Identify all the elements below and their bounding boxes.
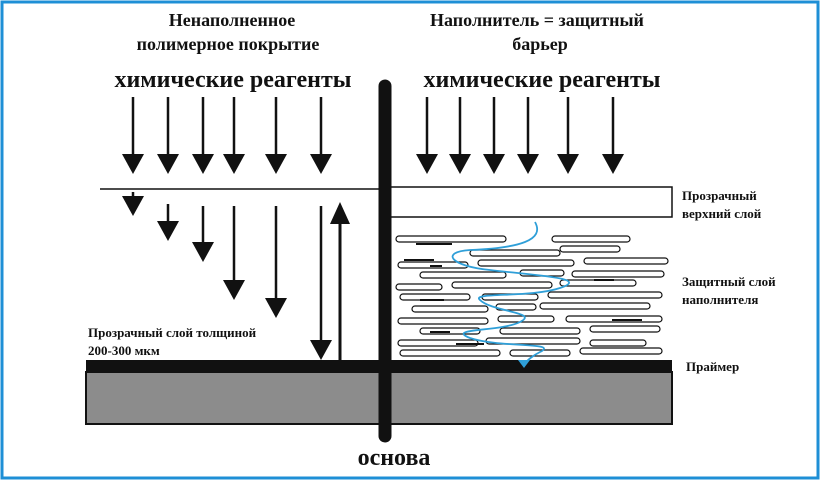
penetration-arrow [265,206,287,318]
reagent-arrow-right [483,97,505,174]
top-layer [389,186,673,218]
reagent-arrow-right [557,97,579,174]
filler-flake [499,327,581,335]
filler-layer-label-line2: наполнителя [682,292,758,307]
primer-label: Праймер [686,359,739,374]
diffusion-path [451,221,570,365]
penetration-arrow [223,206,245,300]
reagent-arrow-right [449,97,471,174]
penetration-arrow [157,204,179,241]
filler-flake [469,249,561,257]
filler-flake [397,317,489,325]
right-title-line1: Наполнитель = защитный [430,10,644,30]
left-title-line1: Ненаполненное [169,10,295,30]
arrows-reagents-left [122,97,332,174]
filler-flake [419,271,507,279]
left-layer-label-line2: 200-300 мкм [88,343,160,358]
filler-flake [497,315,555,323]
reagent-arrow-left [192,97,214,174]
top-layer-label-line2: верхний слой [682,206,762,221]
reagent-arrow-right [416,97,438,174]
penetration-arrow [192,206,214,262]
reagent-arrow-left [265,97,287,174]
reagent-arrow-left [157,97,179,174]
penetration-arrow [310,206,332,360]
reagent-arrow-left [310,97,332,174]
top-layer-label-line1: Прозрачный [682,188,757,203]
filler-flake [395,235,507,243]
reagent-arrow-right [517,97,539,174]
filler-flake [547,291,663,299]
reagent-arrow-left [122,97,144,174]
right-reagents-label: химические реагенты [423,67,660,93]
filler-flake [399,349,501,357]
right-title-line2: барьер [512,34,568,54]
filler-flake [589,325,661,333]
substrate-label: основа [358,445,431,471]
filler-layer-label-line1: Защитный слой [682,274,776,289]
filler-flake [589,339,647,347]
filler-flakes [395,235,669,357]
arrows-reagents-right [416,97,624,174]
left-title-line2: полимерное покрытие [137,34,320,54]
filler-flake [451,281,553,289]
filler-flake [411,305,489,313]
filler-flake [579,347,663,355]
filler-flake [551,235,631,243]
thickness-arrow [330,202,350,360]
filler-flake [539,302,651,310]
left-reagents-label: химические реагенты [114,67,351,93]
diffusion-arrowhead [518,360,530,368]
penetration-arrow [122,192,144,216]
filler-flake [395,283,443,291]
reagent-arrow-left [223,97,245,174]
filler-flake [559,245,621,253]
filler-flake [477,259,575,267]
arrows-penetration-left [122,192,332,360]
filler-flake [571,270,665,278]
filler-flake [583,257,669,265]
left-layer-label-line1: Прозрачный слой толщиной [88,325,257,340]
reagent-arrow-right [602,97,624,174]
